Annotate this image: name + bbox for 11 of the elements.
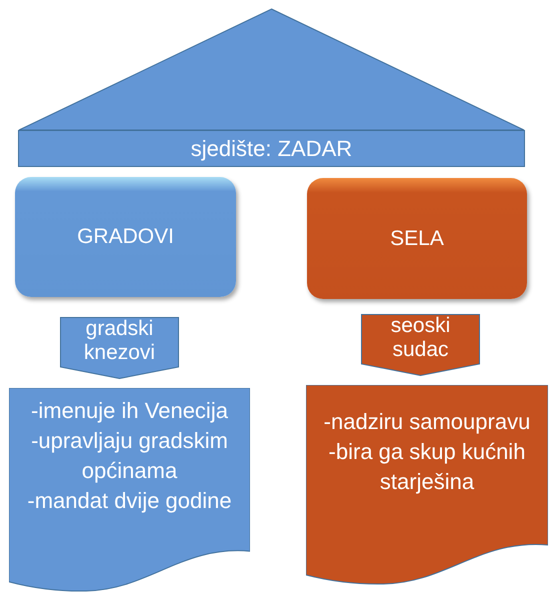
document-text: -mandat dvije godine (27, 487, 232, 515)
callout-label: seoski sudac (390, 314, 450, 362)
rounded-box: GRADOVI (15, 177, 236, 297)
base-bar: sjedište: ZADAR (18, 130, 525, 167)
document-text: -bira ga skup kućnih starješina (328, 438, 526, 496)
callout-label: gradski knezovi (84, 317, 156, 365)
document-text: -nadziru samoupravu (324, 408, 530, 436)
roof-triangle (18, 8, 525, 131)
document-text: -upravljaju gradskim općinama (30, 427, 229, 485)
document-text: -imenuje ih Venecija (31, 397, 228, 425)
rounded-box: SELA (307, 178, 527, 299)
